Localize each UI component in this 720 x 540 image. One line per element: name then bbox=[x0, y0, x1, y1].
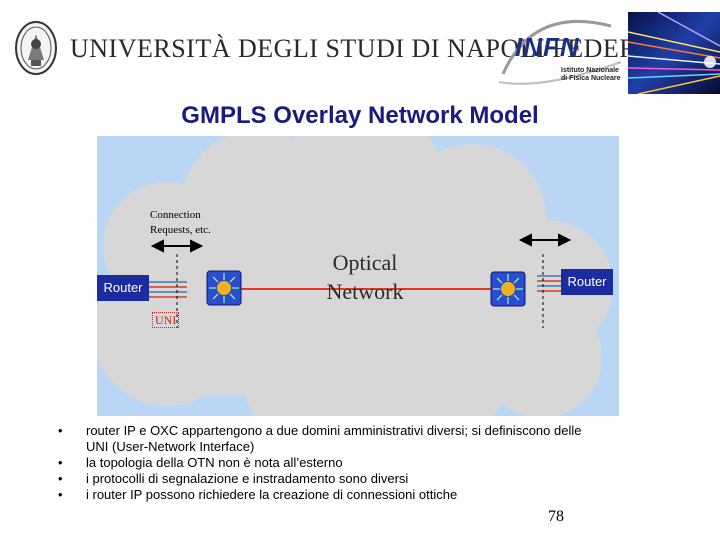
router-right-box: Router bbox=[561, 269, 613, 295]
bullet-text-2: la topologia della OTN non è nota all’es… bbox=[86, 455, 343, 470]
bullet-text-1a: router IP e OXC appartengono a due domin… bbox=[86, 423, 582, 438]
bullet-list: • router IP e OXC appartengono a due dom… bbox=[56, 423, 716, 503]
connection-requests-line-1: Connection bbox=[150, 209, 201, 221]
university-seal-icon bbox=[15, 21, 57, 75]
bullet-dot: • bbox=[58, 487, 63, 502]
bullet-text-3: i protocolli di segnalazione e instradam… bbox=[86, 471, 409, 486]
connection-requests-label: Connection Requests, etc. bbox=[150, 208, 211, 238]
infn-logo: INFN Istituto Nazionale di Fisica Nuclea… bbox=[493, 12, 626, 94]
optical-fiber-photo bbox=[628, 12, 720, 94]
uni-boundaries bbox=[176, 254, 544, 328]
router-left-box: Router bbox=[97, 275, 149, 301]
overlay-network-diagram: Connection Requests, etc. Optical Networ… bbox=[97, 136, 619, 416]
bullet-item: • router IP e OXC appartengono a due dom… bbox=[56, 423, 716, 455]
bullet-text-4: i router IP possono richiedere la creazi… bbox=[86, 487, 458, 502]
bullet-dot: • bbox=[58, 423, 63, 438]
bullet-dot: • bbox=[58, 455, 63, 470]
university-name: UNIVERSITÀ DEGLI STUDI DI NAPOLI FEDERIC… bbox=[70, 34, 709, 63]
uni-label: UNI bbox=[152, 312, 180, 328]
page-number: 78 bbox=[548, 508, 564, 525]
oxc-switch-icon bbox=[490, 271, 526, 307]
right-request-arrow bbox=[518, 233, 572, 247]
slide-title: GMPLS Overlay Network Model bbox=[181, 102, 539, 129]
bullet-text-1b: UNI (User-Network Interface) bbox=[86, 439, 255, 454]
bullet-item: • i protocolli di segnalazione e instrad… bbox=[56, 471, 716, 487]
router-right-label: Router bbox=[567, 274, 607, 289]
infn-logo-text: INFN bbox=[515, 32, 580, 62]
optical-network-label: Optical Network bbox=[315, 248, 415, 306]
bullet-dot: • bbox=[58, 471, 63, 486]
slide-header: UNIVERSITÀ DEGLI STUDI DI NAPOLI FEDERIC… bbox=[0, 0, 720, 100]
infn-subtitle: Istituto Nazionale di Fisica Nucleare bbox=[561, 67, 621, 82]
bullet-item: • la topologia della OTN non è nota all’… bbox=[56, 455, 716, 471]
left-router-links bbox=[147, 281, 187, 298]
optical-network-line-1: Optical bbox=[332, 250, 398, 275]
infn-logo-swoosh bbox=[498, 20, 622, 85]
optical-network-line-2: Network bbox=[326, 279, 404, 304]
left-request-arrow bbox=[150, 239, 204, 253]
oxc-switch-icon bbox=[206, 270, 242, 306]
router-left-label: Router bbox=[103, 280, 143, 295]
bullet-item: • i router IP possono richiedere la crea… bbox=[56, 487, 716, 503]
diagram-canvas bbox=[97, 136, 613, 416]
connection-requests-line-2: Requests, etc. bbox=[150, 224, 211, 236]
